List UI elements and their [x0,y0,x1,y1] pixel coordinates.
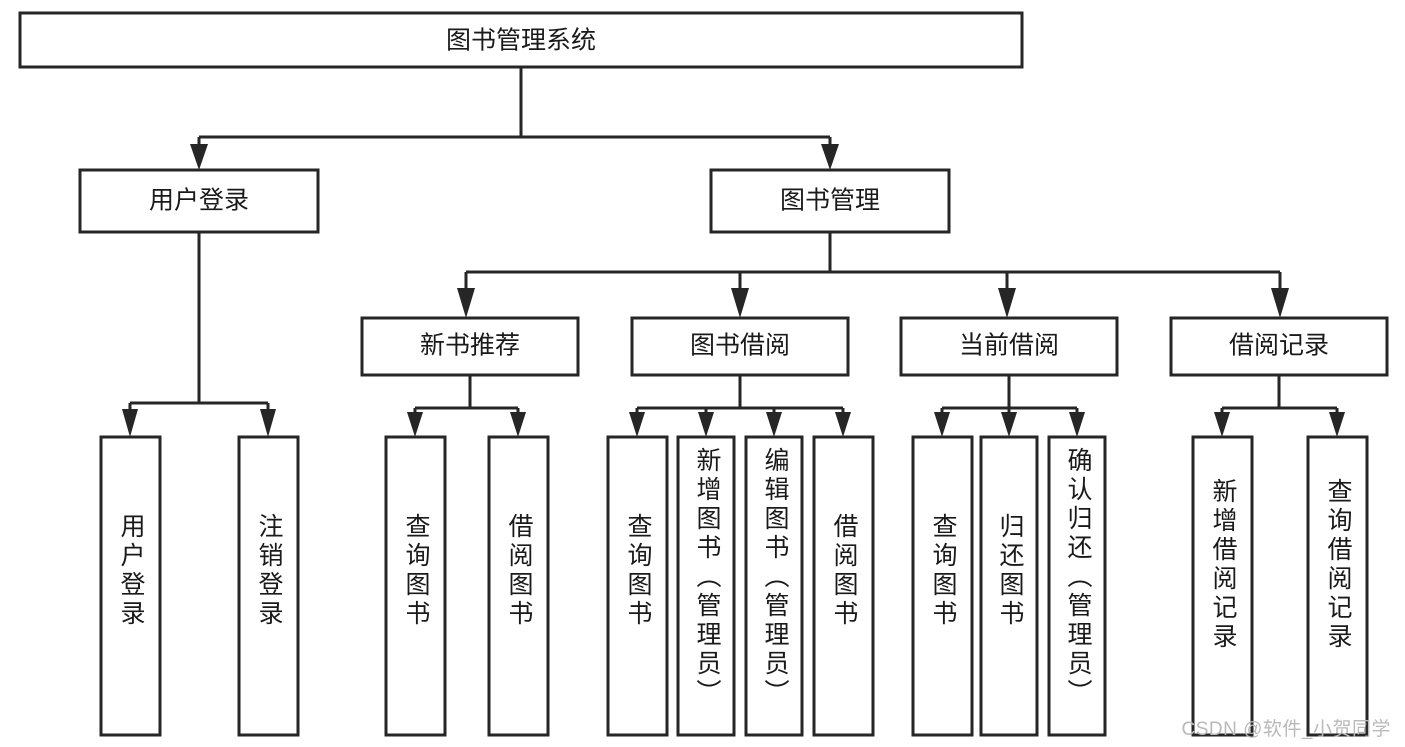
node-root-label: 图书管理系统 [446,27,596,55]
node-current-borrow-label: 当前借阅 [959,332,1059,360]
node-leaf-user-login[interactable] [99,435,162,737]
connector-group-borrow-record [1214,375,1345,437]
node-root[interactable]: 图书管理系统 [18,11,1024,69]
node-leaf-query-book-1[interactable] [384,435,447,737]
node-current-borrow-box[interactable] [899,316,1119,377]
node-leaf-user-logout[interactable] [237,435,300,737]
arrow-head-leaf-add-record [1214,412,1230,437]
arrow-head-leaf-borrow-book-1 [510,412,526,437]
arrow-head-leaf-edit-book [766,412,782,437]
node-leaf-confirm-return[interactable] [1047,435,1107,737]
node-leaf-confirm-return-box[interactable] [1047,435,1107,737]
node-leaf-add-record-box[interactable] [1191,435,1254,737]
node-leaf-borrow-book-2[interactable] [812,435,875,737]
node-leaf-query-book-2[interactable] [606,435,669,737]
arrow-head-leaf-user-logout [260,409,276,437]
node-root-box[interactable] [18,11,1024,69]
arrow-head-new-book-rec [457,288,475,318]
arrow-head-leaf-add-book [698,412,714,437]
arrow-head-user-login [190,144,208,170]
node-user-login[interactable]: 用户登录 [78,168,320,234]
arrow-head-book-borrow [731,288,749,318]
arrow-head-leaf-query-record [1329,412,1345,437]
node-book-manage-label: 图书管理 [780,187,880,215]
node-leaf-add-record[interactable] [1191,435,1254,737]
node-leaf-add-book-box[interactable] [676,435,736,737]
node-leaf-borrow-book-1-box[interactable] [487,435,550,737]
node-leaf-edit-book-box[interactable] [744,435,804,737]
node-book-borrow-label: 图书借阅 [690,332,790,360]
connector-group-book-borrow [629,375,851,437]
node-user-login-box[interactable] [78,168,320,234]
node-new-book-rec-box[interactable] [360,316,580,377]
connector-group-new-book-rec [407,375,526,437]
node-book-borrow-box[interactable] [630,316,850,377]
node-current-borrow[interactable]: 当前借阅 [899,316,1119,377]
node-book-manage[interactable]: 图书管理 [709,168,951,234]
node-new-book-rec[interactable]: 新书推荐 [360,316,580,377]
node-leaf-return-book-box[interactable] [979,435,1039,737]
arrow-head-book-manage [821,144,839,170]
node-user-login-label: 用户登录 [149,187,249,215]
connector-group-current-borrow [934,375,1085,437]
node-leaf-borrow-book-1[interactable] [487,435,550,737]
arrow-head-leaf-borrow-book-2 [835,412,851,437]
arrow-head-borrow-record [1271,288,1289,318]
connector-group-book-manage [457,232,1289,318]
node-leaf-query-book-3-box[interactable] [911,435,974,737]
arrow-head-leaf-query-book-3 [934,412,950,437]
node-leaf-return-book[interactable] [979,435,1039,737]
arrow-head-leaf-confirm-return [1069,412,1085,437]
node-leaf-query-book-3[interactable] [911,435,974,737]
node-book-borrow[interactable]: 图书借阅 [630,316,850,377]
arrow-head-leaf-user-login [122,409,138,437]
node-leaf-query-record[interactable] [1306,435,1369,737]
arrow-head-current-borrow [998,288,1016,318]
node-leaf-user-login-box[interactable] [99,435,162,737]
node-leaf-user-logout-box[interactable] [237,435,300,737]
arrow-head-leaf-query-book-2 [629,412,645,437]
node-leaf-query-book-1-box[interactable] [384,435,447,737]
csdn-watermark: CSDN @软件_小贺同学 [1181,719,1391,740]
node-borrow-record-label: 借阅记录 [1229,332,1329,360]
connector-group-user-login [122,232,276,437]
node-leaf-query-book-2-box[interactable] [606,435,669,737]
node-leaf-borrow-book-2-box[interactable] [812,435,875,737]
node-leaf-edit-book[interactable] [744,435,804,737]
node-book-manage-box[interactable] [709,168,951,234]
arrow-head-leaf-query-book-1 [407,412,423,437]
node-new-book-rec-label: 新书推荐 [420,332,520,360]
node-leaf-add-book[interactable] [676,435,736,737]
node-leaf-query-record-box[interactable] [1306,435,1369,737]
arrow-head-leaf-return-book [1001,412,1017,437]
node-borrow-record-box[interactable] [1169,316,1389,377]
connector-group-root [190,67,839,170]
node-borrow-record[interactable]: 借阅记录 [1169,316,1389,377]
